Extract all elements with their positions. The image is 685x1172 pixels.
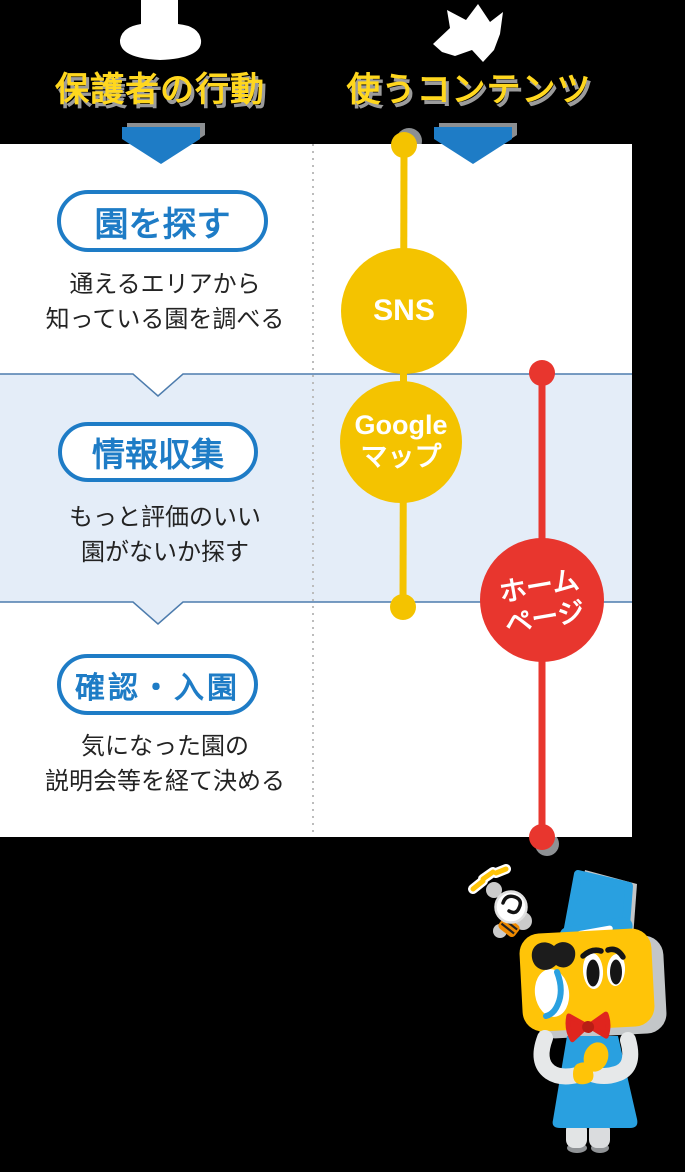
chevron-down-icon — [434, 127, 512, 164]
description-line: もっと評価のいい — [69, 504, 261, 531]
timeline-start-dot — [391, 132, 417, 158]
column-header-parent-actions: 保護者の行動 — [55, 71, 265, 109]
step-pill-confirm-enroll: 確認・入園 — [57, 654, 258, 715]
mascot-eye — [586, 959, 600, 987]
step-description: 気になった園の 説明会等を経て決める — [0, 729, 330, 799]
yellow-timeline — [340, 132, 467, 620]
mascot-foot — [566, 1122, 587, 1148]
step-description: 通えるエリアから 知っている園を調べる — [0, 267, 330, 337]
step-description: もっと評価のいい 園がないか探す — [0, 500, 330, 570]
column-header-contents-used: 使うコンテンツ — [346, 71, 592, 109]
band-top-border — [0, 373, 632, 397]
decoration-right-icon — [433, 4, 503, 62]
bow-tie-icon — [565, 1011, 611, 1043]
sns-node-label: SNS — [373, 294, 435, 327]
step-pill-gather-info: 情報収集 — [58, 422, 258, 482]
description-line: 説明会等を経て決める — [45, 768, 285, 795]
timeline-end-dot — [529, 824, 555, 850]
sns-node-circle — [341, 248, 467, 374]
dog-butler-mascot — [519, 870, 667, 1153]
homepage-node-circle — [480, 538, 604, 662]
google-map-node-circle — [340, 381, 462, 503]
mascot-arm — [533, 1030, 585, 1085]
description-line: 通えるエリアから — [69, 271, 261, 298]
description-line: 園がないか探す — [81, 539, 249, 566]
mascot-eye — [610, 959, 622, 985]
step-pill-find-kindergarten: 園を探す — [57, 190, 268, 252]
decoration-left-icon — [119, 0, 202, 60]
chevron-down-icon — [122, 127, 200, 164]
mascot-hand — [583, 1042, 609, 1072]
lightbulb-doodle-icon — [468, 864, 532, 938]
description-line: 知っている園を調べる — [45, 306, 285, 333]
mascot-hand — [573, 1062, 594, 1085]
mascot-foot — [589, 1122, 610, 1148]
mustache-icon — [531, 942, 576, 970]
description-line: 気になった園の — [81, 733, 249, 760]
timeline-start-dot — [529, 360, 555, 386]
mascot-arm — [584, 1032, 639, 1084]
red-timeline — [480, 360, 604, 850]
timeline-end-dot — [390, 594, 416, 620]
google-map-node-label: Google マップ — [354, 410, 448, 472]
band-bottom-border — [0, 601, 632, 625]
